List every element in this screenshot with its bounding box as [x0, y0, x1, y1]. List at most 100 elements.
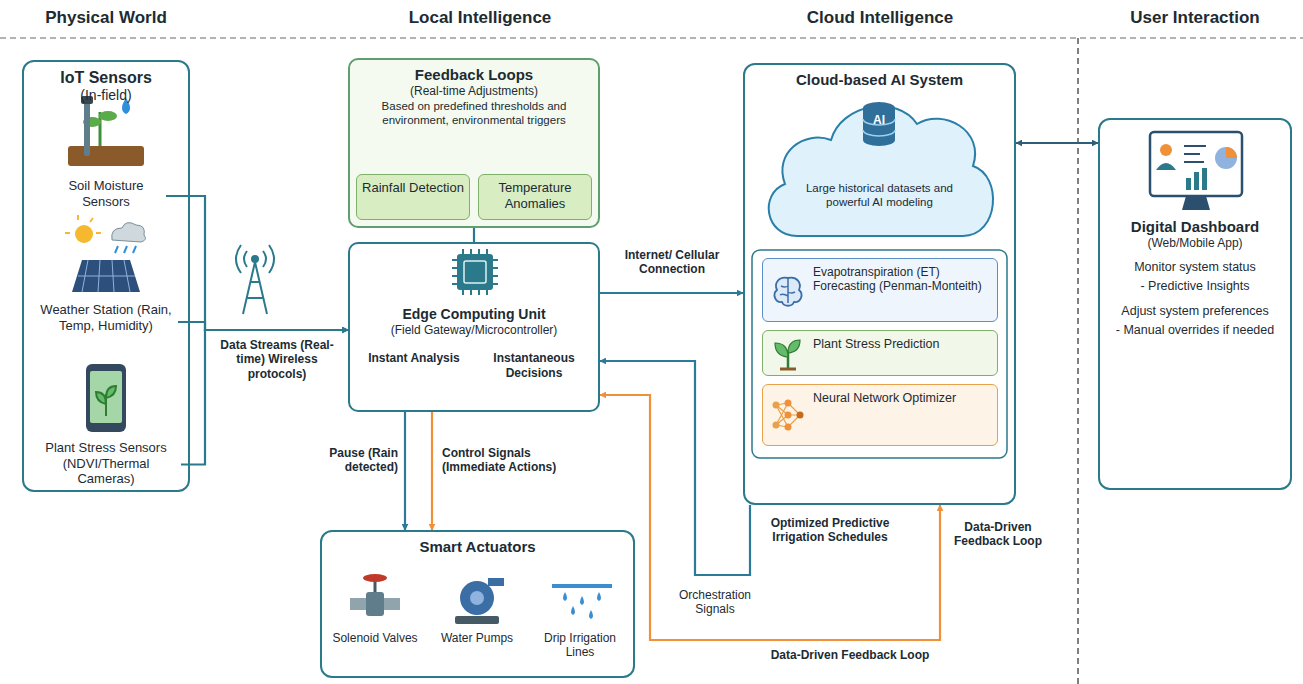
drip-line-icon [563, 592, 601, 619]
node-title: Plant Stress Sensors (NDVI/Thermal Camer… [33, 440, 179, 487]
plant-stress-sensor-icon [86, 364, 126, 432]
text-area: Drip Irrigation Lines [530, 630, 630, 661]
text-area: Cloud-based AI System [745, 65, 1014, 95]
model-group-frame [752, 250, 1007, 458]
soil-sensor-icon [84, 98, 90, 156]
group-panel: Cloud-based AI SystemLarge historical da… [743, 63, 1016, 505]
loop-label: Data-Driven Feedback Loop [950, 520, 1046, 549]
text-row: - Predictive Insights [1108, 275, 1282, 294]
connector-label: Control Signals (Immediate Actions) [442, 446, 572, 475]
device-item: Weather Station (Rain, Temp, Humidity) [34, 300, 178, 344]
process-box: Plant Stress Prediction [762, 330, 998, 376]
model-icon [785, 412, 792, 419]
text-row: (Real-time Adjustments) [358, 84, 590, 98]
dashboard-monitor-icon [1184, 146, 1206, 162]
divider-line [1077, 38, 1079, 684]
text-row: Plant Stress Sensors (NDVI/Thermal Camer… [33, 440, 179, 487]
model-icon [773, 402, 780, 409]
text-row: Temperature Anomalies [483, 180, 587, 211]
dashboard-monitor-icon [1150, 132, 1242, 196]
water-pump-icon [470, 591, 484, 605]
weather-station-icon [112, 223, 146, 242]
microcontroller-icon [452, 249, 498, 295]
text-row: Adjust system preferences [1108, 294, 1282, 319]
process-box: Evapotranspiration (ET) Forecasting (Pen… [762, 258, 998, 322]
connector-label: Internet/ Cellular Connection [606, 248, 738, 277]
text-area: Weather Station (Rain, Temp, Humidity) [34, 300, 178, 335]
signal-label: Orchestration Signals [662, 588, 768, 617]
text-area: Large historical datasets and powerful A… [757, 90, 1002, 216]
model-icon [785, 424, 792, 431]
node-title: IoT Sensors [60, 68, 152, 87]
text-row: Based on predefined thresholds and envir… [358, 98, 590, 128]
process-box: Large historical datasets and powerful A… [757, 90, 1002, 242]
solenoid-valve-icon [350, 574, 400, 616]
dashboard-monitor-icon [1160, 144, 1172, 156]
node-title: Soil Moisture Sensors [48, 178, 164, 209]
plant-stress-sensor-icon [96, 386, 116, 416]
dashboard-monitor-icon [1150, 132, 1242, 210]
text-row: Edge Computing Unit [358, 306, 590, 323]
weather-station-icon [115, 246, 136, 253]
text-area: Water Pumps [430, 630, 524, 646]
process-box: Neural Network Optimizer [762, 384, 998, 446]
node-title: Feedback Loops [415, 66, 533, 84]
connector-label: Pause (Rain detected) [318, 446, 398, 475]
connector-arrow [431, 412, 433, 530]
node-text: - Predictive Insights [1140, 279, 1249, 294]
node-text: (Real-time Adjustments) [410, 84, 538, 98]
plant-stress-sensor-icon [90, 371, 122, 423]
microcontroller-icon [464, 261, 486, 283]
node-title: Solenoid Valves [332, 631, 417, 645]
connector-arrow [600, 361, 750, 575]
node-title: Neural Network Optimizer [813, 391, 956, 406]
text-area: Plant Stress Sensors (NDVI/Thermal Camer… [31, 438, 181, 489]
water-pump-icon [455, 616, 499, 624]
connector-arrow [1016, 142, 1098, 144]
microcontroller-icon [452, 249, 498, 295]
database-badge: AI [861, 113, 897, 127]
weather-station-icon [75, 225, 93, 243]
model-icon [775, 278, 802, 306]
node-title: Weather Station (Rain, Temp, Humidity) [36, 302, 176, 333]
model-icon [770, 397, 806, 433]
dashboard-monitor-icon [1202, 168, 1207, 190]
text-area: Neural Network Optimizer [763, 385, 997, 412]
device-item: Water Pumps [430, 630, 524, 668]
text-row: Evapotranspiration (ET) Forecasting (Pen… [813, 265, 991, 294]
model-icon [780, 368, 796, 371]
node-title: Drip Irrigation Lines [531, 631, 629, 660]
text-area: Edge Computing Unit(Field Gateway/Microc… [350, 244, 598, 388]
text-row: IoT Sensors [30, 68, 182, 87]
column-heading: Physical World [16, 8, 196, 28]
node-title: Cloud-based AI System [796, 71, 963, 89]
node-title: Temperature Anomalies [483, 180, 587, 211]
divider-line [0, 38, 1303, 684]
node-title: Digital Dashboard [1131, 218, 1259, 236]
text-area: Feedback Loops(Real-time Adjustments) Bas… [350, 60, 598, 134]
text-row: Plant Stress Prediction [813, 337, 991, 352]
device-item: Drip Irrigation Lines [530, 630, 630, 668]
column-heading: Local Intelligence [380, 8, 580, 28]
weather-station-icon [78, 260, 135, 292]
text-area: Temperature Anomalies [479, 175, 591, 216]
dashboard-monitor-icon [1186, 178, 1191, 190]
text-row: Water Pumps [431, 631, 523, 645]
node-text: (In-field) [80, 87, 131, 104]
model-icon [773, 422, 780, 429]
model-icon [797, 412, 804, 419]
text-row: Instant AnalysisInstantaneous Decisions [358, 337, 590, 380]
drip-line-icon [552, 586, 612, 619]
connector-arrow [178, 322, 348, 330]
node-text: Monitor system status [1134, 260, 1256, 275]
node-text: Based on predefined thresholds and envir… [358, 100, 590, 128]
text-row: Drip Irrigation Lines [531, 631, 629, 660]
column-heading: Cloud Intelligence [780, 8, 980, 28]
water-pump-icon [455, 578, 504, 624]
cloud-outline [769, 106, 993, 236]
text-row: (Field Gateway/Microcontroller) [358, 323, 590, 337]
text-area: Smart Actuators [322, 532, 633, 562]
